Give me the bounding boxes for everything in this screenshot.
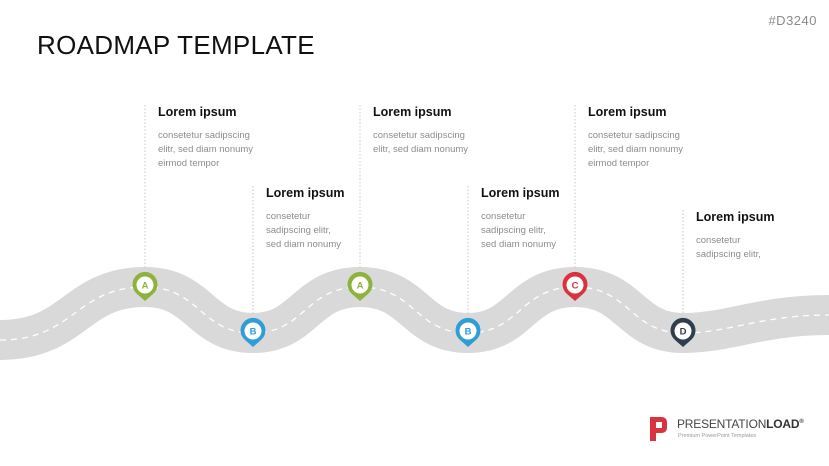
brand-name: PRESENTATIONLOAD® bbox=[677, 417, 804, 431]
milestone-pin-b[interactable]: B bbox=[240, 317, 266, 347]
description-line: sadipscing elitr, bbox=[481, 225, 546, 236]
description-line: consetetur bbox=[696, 235, 741, 246]
milestone-description: consetetur sadipscing elitr, sed diam non… bbox=[588, 129, 683, 171]
description-line: consetetur bbox=[266, 211, 311, 222]
pin-letter: A bbox=[357, 281, 364, 292]
milestone-text-2: Lorem ipsum consetetur sadipscing elitr, se… bbox=[266, 186, 345, 252]
milestone-description: consetetur sadipscing elitr, bbox=[696, 234, 775, 262]
milestone-pin-c[interactable]: C bbox=[562, 271, 588, 301]
milestone-pin-d[interactable]: D bbox=[670, 317, 696, 347]
milestone-text-1: Lorem ipsum consetetur sadipscing elitr, s… bbox=[158, 105, 253, 171]
road bbox=[0, 266, 829, 360]
milestone-text-6: Lorem ipsum consetetur sadipscing elitr, bbox=[696, 210, 775, 262]
milestone-heading: Lorem ipsum bbox=[696, 210, 775, 224]
pin-letter: D bbox=[680, 327, 687, 338]
pin-center bbox=[244, 322, 262, 340]
milestone-heading: Lorem ipsum bbox=[373, 105, 452, 119]
description-line: elitr, sed diam nonumy bbox=[158, 144, 254, 155]
guide-lines bbox=[144, 105, 684, 313]
milestone-description: consetetur sadipscing elitr, sed diam nonu… bbox=[266, 210, 345, 252]
description-line: consetetur bbox=[481, 211, 526, 222]
pin-letter: A bbox=[142, 281, 149, 292]
milestone-markers: A B A B C D bbox=[132, 271, 696, 347]
description-line: consetetur sadipscing bbox=[373, 130, 465, 141]
milestone-text-3: Lorem ipsum consetetur sadipscing elitr, s… bbox=[373, 105, 468, 157]
brand-logo: PRESENTATIONLOAD® Premium PowerPoint Tem… bbox=[648, 416, 818, 444]
milestone-description: consetetur sadipscing elitr, sed diam non… bbox=[158, 129, 253, 171]
description-line: sed diam nonumy bbox=[481, 239, 556, 250]
milestone-description: consetetur sadipscing elitr, sed diam non… bbox=[373, 129, 468, 157]
presentationload-logo-icon bbox=[650, 417, 667, 441]
pin-center bbox=[674, 322, 692, 340]
milestone-heading: Lorem ipsum bbox=[481, 186, 560, 200]
pin-center bbox=[136, 276, 154, 294]
description-line: consetetur sadipscing bbox=[158, 130, 250, 141]
milestone-pin-a[interactable]: A bbox=[132, 271, 158, 301]
description-line: sadipscing elitr, bbox=[696, 249, 761, 260]
pin-center bbox=[459, 322, 477, 340]
description-line: eirmod tempor bbox=[158, 158, 220, 169]
milestone-text-5: Lorem ipsum consetetur sadipscing elitr, s… bbox=[588, 105, 683, 171]
description-line: eirmod tempor bbox=[588, 158, 650, 169]
milestone-text-4: Lorem ipsum consetetur sadipscing elitr, se… bbox=[481, 186, 560, 252]
description-line: consetetur sadipscing bbox=[588, 130, 680, 141]
description-line: elitr, sed diam nonumy bbox=[373, 144, 469, 155]
description-line: sed diam nonumy bbox=[266, 239, 341, 250]
pin-center bbox=[566, 276, 584, 294]
description-line: elitr, sed diam nonumy bbox=[588, 144, 684, 155]
pin-letter: B bbox=[465, 327, 472, 338]
page-title: ROADMAP TEMPLATE bbox=[37, 30, 315, 60]
milestone-heading: Lorem ipsum bbox=[158, 105, 237, 119]
milestone-description: consetetur sadipscing elitr, sed diam nonu… bbox=[481, 210, 560, 252]
pin-letter: C bbox=[572, 281, 579, 292]
pin-letter: B bbox=[250, 327, 257, 338]
description-line: sadipscing elitr, bbox=[266, 225, 331, 236]
brand-tagline: Premium PowerPoint Templates bbox=[678, 433, 757, 439]
milestone-heading: Lorem ipsum bbox=[266, 186, 345, 200]
template-code: #D3240 bbox=[768, 13, 817, 28]
milestone-pin-a[interactable]: A bbox=[347, 271, 373, 301]
pin-center bbox=[351, 276, 369, 294]
milestone-heading: Lorem ipsum bbox=[588, 105, 667, 119]
milestone-pin-b[interactable]: B bbox=[455, 317, 481, 347]
